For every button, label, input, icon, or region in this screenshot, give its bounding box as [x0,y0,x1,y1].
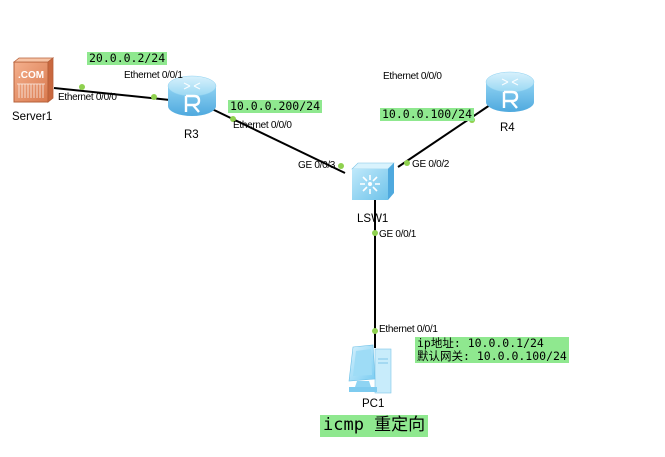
port-label-lsw1-ge2: GE 0/0/2 [412,159,450,170]
port-label-r4-eth0: Ethernet 0/0/0 [383,71,442,82]
switch-icon[interactable] [351,162,395,200]
device-label-pc1: PC1 [362,398,385,410]
note-server-ip[interactable]: 20.0.0.2/24 [87,51,168,66]
port-dot-server1-eth[interactable] [79,84,85,90]
pc-ip-address: ip地址: 10.0.0.1/24 [417,336,544,350]
note-title[interactable]: icmp 重定向 [320,415,429,437]
router-r-glyph [184,94,201,113]
device-label-r3: R3 [184,129,199,141]
server-badge-text: .COM [18,70,44,81]
pc-icon[interactable] [348,344,392,394]
port-dot-lsw1-ge1[interactable] [372,230,378,236]
port-dot-lsw1-ge2[interactable] [404,160,410,166]
port-label-lsw1-ge3: GE 0/0/3 [298,160,336,171]
port-label-r3-eth0: Ethernet 0/0/0 [233,120,292,131]
server-icon[interactable]: .COM [12,57,55,103]
port-dot-r3-eth0[interactable] [230,116,236,122]
port-label-r3-eth1: Ethernet 0/0/1 [124,70,183,81]
port-label-pc1-eth1: Ethernet 0/0/1 [379,324,438,335]
link-server1-r3[interactable] [53,87,171,101]
note-r4-ip[interactable]: 10.0.0.100/24 [380,107,475,122]
port-dot-lsw1-ge3[interactable] [338,163,344,169]
port-label-lsw1-ge1: GE 0/0/1 [379,229,417,240]
router-icon[interactable] [167,75,217,116]
device-label-lsw1: LSW1 [357,213,389,225]
router-icon[interactable] [485,71,535,112]
port-dot-r3-eth1[interactable] [151,94,157,100]
router-r-glyph [502,90,519,109]
note-r3-ip[interactable]: 10.0.0.200/24 [228,99,323,114]
port-label-server1-eth: Ethernet 0/0/0 [58,92,117,103]
link-r4-lsw1[interactable] [397,104,491,168]
device-label-server1: Server1 [12,111,53,123]
pc-default-gateway: 默认网关: 10.0.0.100/24 [417,349,567,364]
device-label-r4: R4 [500,122,515,134]
port-dot-pc1-eth1[interactable] [372,328,378,334]
